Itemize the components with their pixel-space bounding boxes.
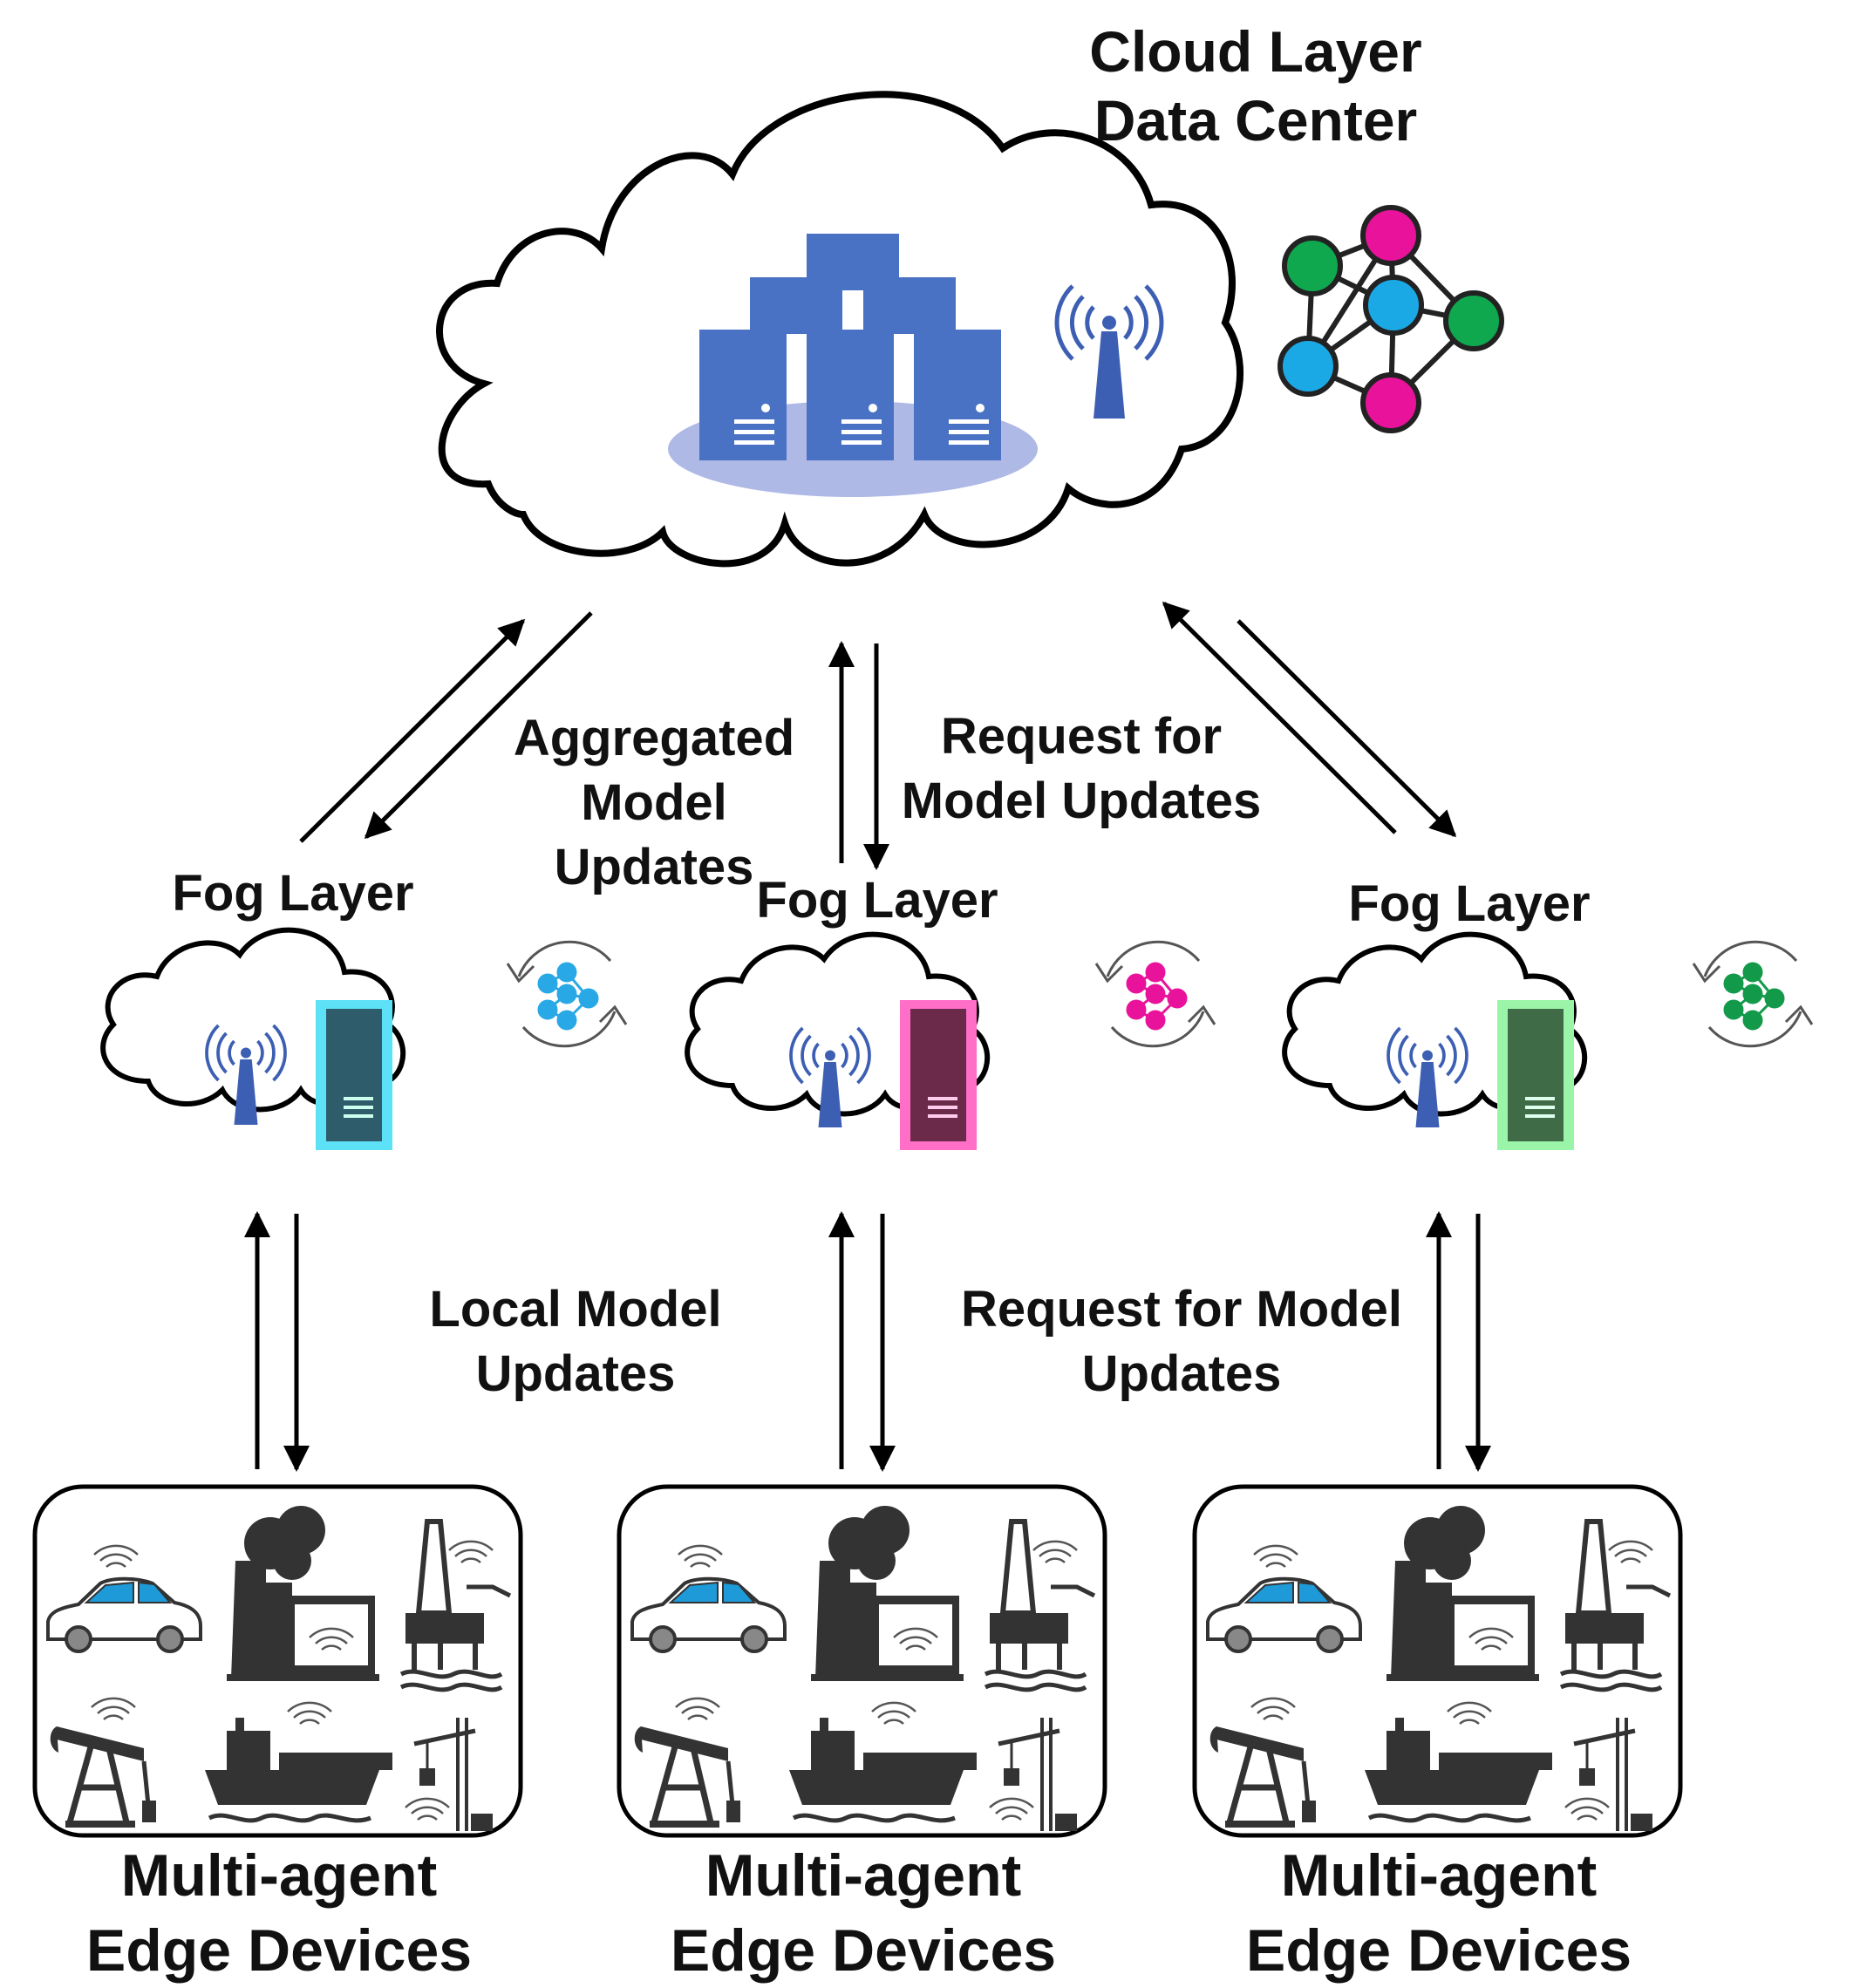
fog-model-update-icon-2 (1094, 940, 1216, 1048)
edge-devices-label-2: Multi-agent Edge Devices (619, 1838, 1107, 1988)
cloud-layer (436, 91, 1244, 568)
request-top-line1: Request for (940, 708, 1223, 765)
edge-label-line1: Multi-agent (705, 1842, 1022, 1909)
request-bottom-line2: Updates (1081, 1345, 1282, 1402)
edge-label-line1: Multi-agent (1280, 1842, 1598, 1909)
cloud-fog-arrows (299, 601, 1457, 870)
global-model-network-icon (1277, 205, 1504, 433)
aggregated-line2: Model (581, 774, 727, 831)
request-bottom-line1: Request for Model (961, 1281, 1402, 1338)
cloud-layer-title: Cloud Layer Data Center (1012, 17, 1500, 155)
fog-layer-label-2: Fog Layer (756, 872, 998, 929)
edge-label-line2: Edge Devices (1245, 1917, 1632, 1984)
data-center-servers-icon (668, 234, 1038, 497)
fog-server-icon (1508, 1009, 1564, 1141)
edge-panel-2 (617, 1484, 1107, 1838)
aggregated-line1: Aggregated (513, 710, 795, 766)
fog-edge-arrows (244, 1211, 1491, 1472)
fog-model-update-icon-3 (1692, 940, 1814, 1048)
local-line2: Updates (475, 1345, 676, 1402)
fog-model-update-icon-1 (506, 940, 628, 1048)
request-top-label: Request for Model Updates (863, 705, 1299, 834)
edge-label-line2: Edge Devices (85, 1917, 473, 1984)
edge-label-line1: Multi-agent (120, 1842, 438, 1909)
edge-devices-label-1: Multi-agent Edge Devices (35, 1838, 523, 1988)
edge-panel-3 (1192, 1484, 1683, 1838)
local-line1: Local Model (429, 1281, 722, 1338)
fog-layer-label-1: Fog Layer (172, 865, 414, 922)
edge-panel-1 (32, 1484, 523, 1838)
cloud-title-line2: Data Center (1094, 88, 1418, 153)
edge-devices-label-3: Multi-agent Edge Devices (1195, 1838, 1683, 1988)
fog-server-icon (326, 1009, 382, 1141)
local-updates-label: Local Model Updates (384, 1277, 767, 1406)
aggregated-line3: Updates (554, 839, 754, 895)
fog-node-1 (103, 930, 403, 1150)
fog-node-2 (687, 935, 987, 1150)
fog-node-3 (1284, 935, 1584, 1150)
cloud-title-line1: Cloud Layer (1089, 19, 1422, 84)
request-top-line2: Model Updates (901, 773, 1262, 829)
fog-layer-label-3: Fog Layer (1348, 875, 1591, 932)
aggregated-updates-label: Aggregated Model Updates (480, 706, 828, 900)
request-bottom-label: Request for Model Updates (907, 1277, 1456, 1406)
fog-server-icon (910, 1009, 966, 1141)
edge-label-line2: Edge Devices (670, 1917, 1057, 1984)
